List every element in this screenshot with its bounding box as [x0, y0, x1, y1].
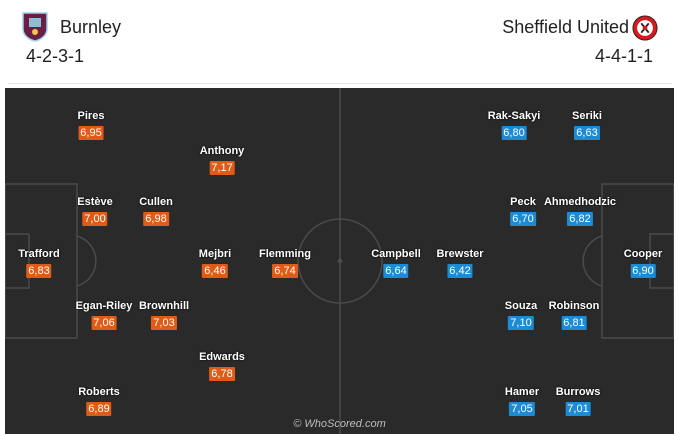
player-ahmedhodzic[interactable]: Ahmedhodzic 6,82: [544, 196, 616, 227]
player-rating: 6,95: [78, 126, 104, 140]
pitch: Trafford 6,83 Pires 6,95 Estève 7,00 Ega…: [5, 88, 674, 434]
sheffield-united-crest-icon: [632, 15, 658, 41]
player-rating: 7,17: [209, 161, 235, 175]
player-rating: 7,06: [91, 316, 117, 330]
player-name: Roberts: [78, 386, 120, 398]
match-header: Burnley 4-2-3-1 Sheffield United 4-4-1-1: [0, 0, 679, 82]
player-rating: 6,82: [567, 212, 593, 226]
player-name: Hamer: [504, 386, 540, 398]
player-rating: 6,70: [510, 212, 536, 226]
player-name: Anthony: [199, 145, 245, 157]
player-robinson[interactable]: Robinson 6,81: [548, 300, 600, 331]
player-pires[interactable]: Pires 6,95: [77, 110, 105, 141]
player-egan-riley[interactable]: Egan-Riley 7,06: [75, 300, 133, 331]
player-rating: 7,10: [508, 316, 534, 330]
burnley-crest-icon: [22, 12, 48, 42]
player-rating: 7,03: [151, 316, 177, 330]
player-rating: 7,05: [509, 402, 535, 416]
player-cullen[interactable]: Cullen 6,98: [139, 196, 173, 227]
player-name: Seriki: [572, 110, 602, 122]
player-anthony[interactable]: Anthony 7,17: [199, 145, 245, 176]
player-hamer[interactable]: Hamer 7,05: [505, 386, 539, 417]
player-name: Rak-Sakyi: [487, 110, 541, 122]
player-rating: 6,42: [447, 264, 473, 278]
player-flemming[interactable]: Flemming 6,74: [259, 248, 311, 279]
player-campbell[interactable]: Campbell 6,64: [371, 248, 421, 279]
player-rating: 6,63: [574, 126, 600, 140]
player-rating: 6,98: [143, 212, 169, 226]
home-formation: 4-2-3-1: [26, 46, 85, 66]
player-name: Egan-Riley: [75, 300, 133, 312]
player-name: Brownhill: [138, 300, 190, 312]
away-team-name[interactable]: Sheffield United: [502, 17, 629, 37]
player-name: Edwards: [199, 351, 245, 363]
player-rating: 6,78: [209, 367, 235, 381]
player-seriki[interactable]: Seriki 6,63: [572, 110, 602, 141]
player-edwards[interactable]: Edwards 6,78: [199, 351, 245, 382]
player-mejbri[interactable]: Mejbri 6,46: [199, 248, 231, 279]
player-cooper[interactable]: Cooper 6,90: [623, 248, 663, 279]
player-brewster[interactable]: Brewster 6,42: [436, 248, 484, 279]
player-name: Ahmedhodzic: [543, 196, 617, 208]
player-rating: 6,89: [86, 402, 112, 416]
player-peck[interactable]: Peck 6,70: [510, 196, 536, 227]
whoscored-watermark: © WhoScored.com: [293, 418, 386, 430]
player-rak-sakyi[interactable]: Rak-Sakyi 6,80: [487, 110, 541, 141]
player-rating: 6,90: [630, 264, 656, 278]
player-name: Brewster: [436, 248, 484, 260]
player-burrows[interactable]: Burrows 7,01: [555, 386, 601, 417]
header-divider: [8, 83, 672, 84]
player-esteve[interactable]: Estève 7,00: [77, 196, 113, 227]
player-souza[interactable]: Souza 7,10: [505, 300, 537, 331]
player-name: Trafford: [18, 248, 60, 260]
player-name: Robinson: [548, 300, 600, 312]
player-rating: 6,74: [272, 264, 298, 278]
player-rating: 6,46: [202, 264, 228, 278]
player-rating: 6,81: [561, 316, 587, 330]
player-brownhill[interactable]: Brownhill 7,03: [139, 300, 189, 331]
player-name: Flemming: [259, 248, 311, 260]
away-formation: 4-4-1-1: [594, 46, 653, 66]
player-rating: 7,00: [82, 212, 108, 226]
player-name: Cooper: [623, 248, 663, 260]
pitch-lines: [5, 88, 674, 434]
player-name: Estève: [77, 196, 113, 208]
player-rating: 6,64: [383, 264, 409, 278]
player-roberts[interactable]: Roberts 6,89: [78, 386, 120, 417]
player-name: Peck: [510, 196, 536, 208]
player-rating: 7,01: [565, 402, 591, 416]
player-name: Souza: [504, 300, 538, 312]
player-name: Pires: [77, 110, 105, 122]
player-trafford[interactable]: Trafford 6,83: [18, 248, 60, 279]
player-name: Campbell: [371, 248, 421, 260]
player-name: Cullen: [139, 196, 173, 208]
player-name: Burrows: [555, 386, 601, 398]
player-rating: 6,80: [501, 126, 527, 140]
player-name: Mejbri: [198, 248, 232, 260]
home-team-name[interactable]: Burnley: [60, 17, 122, 37]
player-rating: 6,83: [26, 264, 52, 278]
